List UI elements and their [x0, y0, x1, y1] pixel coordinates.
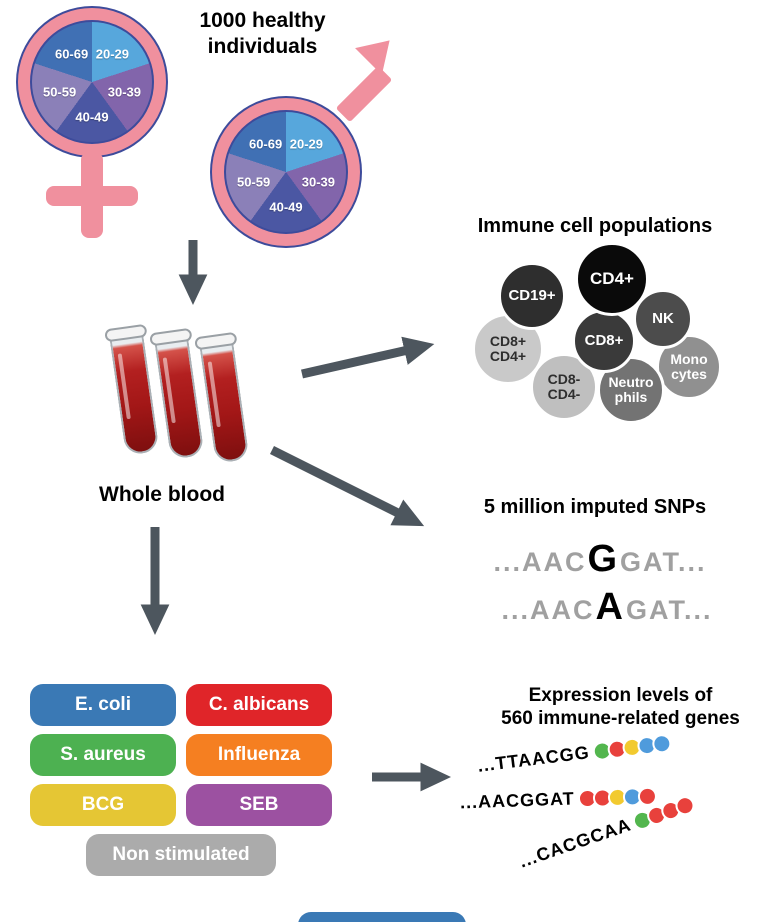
snp2-variant-allele: A: [595, 585, 625, 628]
stimulus-seb: SEB: [186, 784, 332, 826]
arrow-blood-to-cells: [301, 336, 435, 379]
female-symbol-crossbar: [46, 186, 138, 206]
stimulus-c-albicans: C. albicans: [186, 684, 332, 726]
cell-cd19-positive: CD19+: [498, 262, 566, 330]
gene-sequence-row-1: ...TTAACGG: [476, 732, 673, 777]
study-title-line1: 1000 healthy: [199, 9, 326, 32]
stimulus-bcg: BCG: [30, 784, 176, 826]
study-title: 1000 healthy individuals: [165, 8, 360, 61]
gene-sequence-row-2: ...AACGGAT: [460, 786, 657, 814]
study-title-line2: individuals: [207, 35, 318, 59]
expression-title-line1: Expression levels of: [528, 685, 713, 706]
male-symbol-arrow-head: [355, 27, 403, 75]
snp1-variant-allele: G: [587, 538, 620, 580]
cell-nk: NK: [633, 289, 693, 349]
male-symbol-icon: 20-29 30-39 40-49 50-59 60-69: [210, 96, 362, 248]
gene-sequence-text: ...AACGGAT: [459, 788, 575, 813]
snp1-prefix: ...AAC: [493, 547, 587, 577]
whole-blood-label: Whole blood: [99, 483, 225, 506]
female-age-pie-chart: 20-29 30-39 40-49 50-59 60-69: [32, 22, 152, 142]
blood-tube-3: [194, 331, 251, 466]
female-symbol-icon: 20-29 30-39 40-49 50-59 60-69: [16, 6, 168, 158]
age-label-40-49: 40-49: [269, 199, 303, 215]
age-label-40-49: 40-49: [75, 109, 109, 125]
blood-tube-body: [199, 342, 250, 464]
immune-populations-title: Immune cell populations: [477, 215, 713, 237]
cell-cd8-positive: CD8+: [572, 309, 636, 373]
snps-title: 5 million imputed SNPs: [483, 496, 707, 518]
expression-title-line2: 560 immune-related genes: [501, 708, 740, 730]
age-label-50-59: 50-59: [42, 84, 77, 100]
snp1-suffix: GAT...: [620, 547, 707, 577]
expression-title: Expression levels of 560 immune-related …: [468, 684, 771, 730]
female-ring-inner: 20-29 30-39 40-49 50-59 60-69: [30, 20, 154, 144]
gene-sequence-text: ...TTAACGG: [476, 742, 591, 776]
male-symbol-arrow-shaft: [335, 65, 393, 123]
blood-tube-body: [154, 338, 205, 460]
stimulus-non-stimulated: Non stimulated: [86, 834, 276, 876]
expression-dot: [637, 786, 657, 807]
stimulus-e-coli: E. coli: [30, 684, 176, 726]
age-label-50-59: 50-59: [236, 174, 271, 190]
stimulus-influenza: Influenza: [186, 734, 332, 776]
snp2-prefix: ...AAC: [501, 594, 595, 625]
male-age-pie-chart: 20-29 30-39 40-49 50-59 60-69: [226, 112, 346, 232]
female-ring: 20-29 30-39 40-49 50-59 60-69: [18, 8, 166, 156]
cell-cd4-positive: CD4+: [575, 242, 649, 316]
age-label-60-69: 60-69: [248, 136, 283, 152]
age-label-20-29: 20-29: [95, 46, 130, 62]
age-label-30-39: 30-39: [301, 174, 336, 190]
male-ring-inner: 20-29 30-39 40-49 50-59 60-69: [224, 110, 348, 234]
blood-tube-body: [109, 334, 160, 456]
age-label-20-29: 20-29: [289, 136, 324, 152]
snp2-suffix: GAT...: [625, 594, 713, 625]
age-label-60-69: 60-69: [54, 46, 89, 62]
gene-sequence-text: ...CACGCAA: [516, 814, 634, 872]
male-ring: 20-29 30-39 40-49 50-59 60-69: [212, 98, 360, 246]
arrow-blood-to-snps: [269, 445, 425, 527]
stimulus-s-aureus: S. aureus: [30, 734, 176, 776]
age-label-30-39: 30-39: [107, 84, 142, 100]
partial-pill-cropped: [298, 912, 466, 922]
